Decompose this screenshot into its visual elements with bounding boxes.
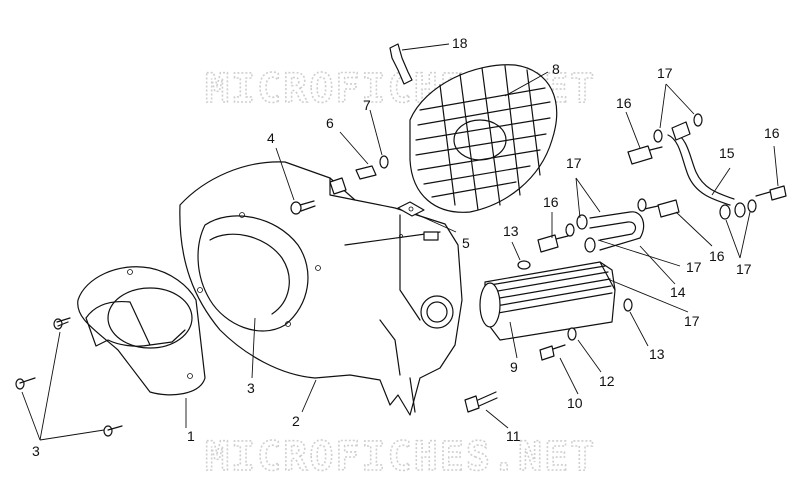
part-fan-wheel (409, 64, 558, 213)
callout-numbers: 1 2 3 3 4 5 6 7 8 9 10 11 12 13 13 14 15… (32, 35, 780, 459)
part-flex-pipe-15 (667, 131, 735, 206)
part-washers (517, 113, 757, 341)
callout-10: 10 (567, 395, 583, 411)
callout-12: 12 (599, 373, 615, 389)
part-clip-5 (397, 201, 425, 217)
leader-lines (21, 43, 779, 441)
part-bolts (464, 145, 787, 413)
callout-9: 9 (510, 359, 518, 375)
callout-14: 14 (670, 284, 686, 300)
callout-4: 4 (267, 130, 275, 146)
callout-16-far: 16 (764, 125, 780, 141)
callout-17-right: 17 (736, 261, 752, 277)
callout-1: 1 (187, 428, 195, 444)
part-fan-housing (179, 161, 463, 416)
callout-15: 15 (719, 145, 735, 161)
callout-2: 2 (292, 413, 300, 429)
callout-16-mid: 16 (543, 194, 559, 210)
watermark-bottom: MICROFICHES.NET (205, 434, 596, 480)
callout-17-mid: 17 (566, 155, 582, 171)
callout-3-center: 3 (247, 380, 255, 396)
part-pipe-14 (589, 211, 645, 251)
callout-5: 5 (462, 235, 470, 251)
callout-18: 18 (452, 35, 468, 51)
callout-17-top: 17 (657, 65, 673, 81)
callout-7: 7 (363, 97, 371, 113)
callout-16-top: 16 (616, 95, 632, 111)
part-screw-4 (290, 200, 316, 215)
callout-3-left: 3 (32, 443, 40, 459)
callout-17-lower: 17 (684, 313, 700, 329)
callout-17-center: 17 (686, 259, 702, 275)
part-flange-ring (77, 266, 206, 396)
callout-11: 11 (506, 428, 521, 444)
part-oil-cooler (479, 261, 616, 341)
callout-6: 6 (326, 115, 334, 131)
callout-16-right: 16 (709, 248, 725, 264)
callout-13-upper: 13 (503, 223, 519, 239)
part-spacer-washer (329, 155, 389, 195)
part-bracket-18 (389, 43, 413, 85)
callout-13-lower: 13 (649, 346, 665, 362)
callout-8: 8 (552, 61, 560, 77)
